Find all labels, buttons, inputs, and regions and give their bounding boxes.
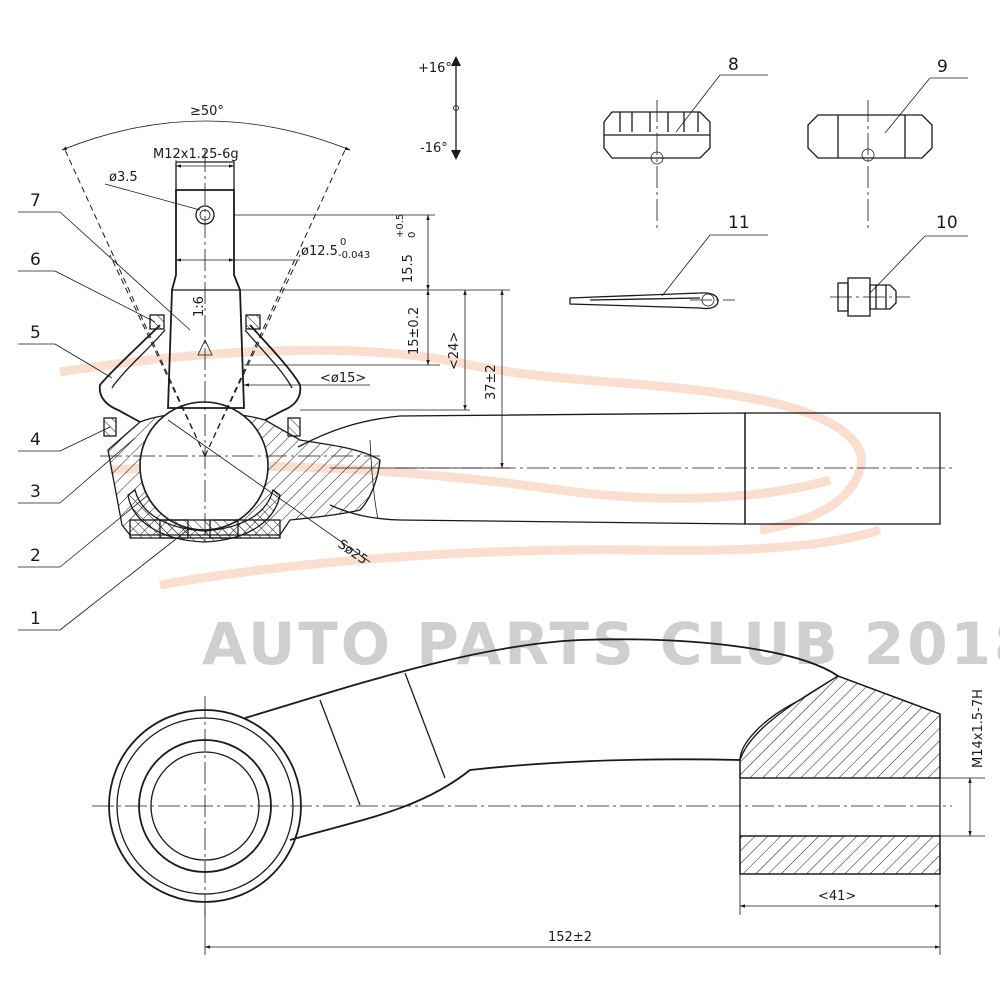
pin-dia-tol-lower: -0.043 [338,250,370,261]
thread-top-label: M12x1.25-6g [153,147,239,162]
hole-dia-label: ø3.5 [109,170,138,185]
callout-9: 9 [937,57,948,77]
height-ref-label: <24> [447,332,462,370]
height-total-label: 37±2 [484,364,499,400]
swing-indicator: +16° -16° [418,56,461,160]
taper-label: 1:6 [192,296,207,317]
part-8-castle-nut: 8 [603,55,768,228]
callout-5: 5 [30,323,41,343]
height-upper-label: 15.5 [401,254,416,283]
callout-3: 3 [30,482,41,502]
callout-1: 1 [30,609,41,629]
callout-11: 11 [728,213,750,233]
shaft-end [744,412,941,525]
swing-up-label: +16° [418,61,452,76]
thread-depth-label: <41> [818,889,856,904]
callout-7: 7 [30,191,41,211]
part-11-cotter-pin: 11 [569,213,768,310]
callout-4: 4 [30,430,41,450]
height-upper-tol-upper: +0.5 [395,214,406,238]
length-label: 152±2 [548,930,592,945]
height-mid-label: 15±0.2 [407,307,422,355]
section-view: ≥50° M12x1.25-6g ø3.5 1:6 ø12.5 0 -0.043… [61,104,952,568]
angle-label: ≥50° [190,104,224,119]
pin-dia-label: ø12.5 [301,244,338,259]
height-upper-tol-lower: 0 [407,232,418,238]
callout-8: 8 [728,55,739,75]
watermark-text: AUTO PARTS CLUB 2018 [202,610,1000,678]
thread-end-label: M14x1.5-7H [971,689,986,768]
plan-view: M14x1.5-7H <41> 152±2 [92,638,986,955]
part-10-grease-nipple: 10 [830,213,968,317]
boot-dia-label: <ø15> [320,371,366,386]
swing-down-label: -16° [420,141,448,156]
callouts-left: 7 6 5 4 3 2 1 [18,191,191,631]
part-9-nut: 9 [807,57,968,228]
pin-dia-tol-upper: 0 [340,237,346,248]
ball [139,401,269,531]
callout-10: 10 [936,213,958,233]
callout-2: 2 [30,546,41,566]
callout-6: 6 [30,250,41,270]
